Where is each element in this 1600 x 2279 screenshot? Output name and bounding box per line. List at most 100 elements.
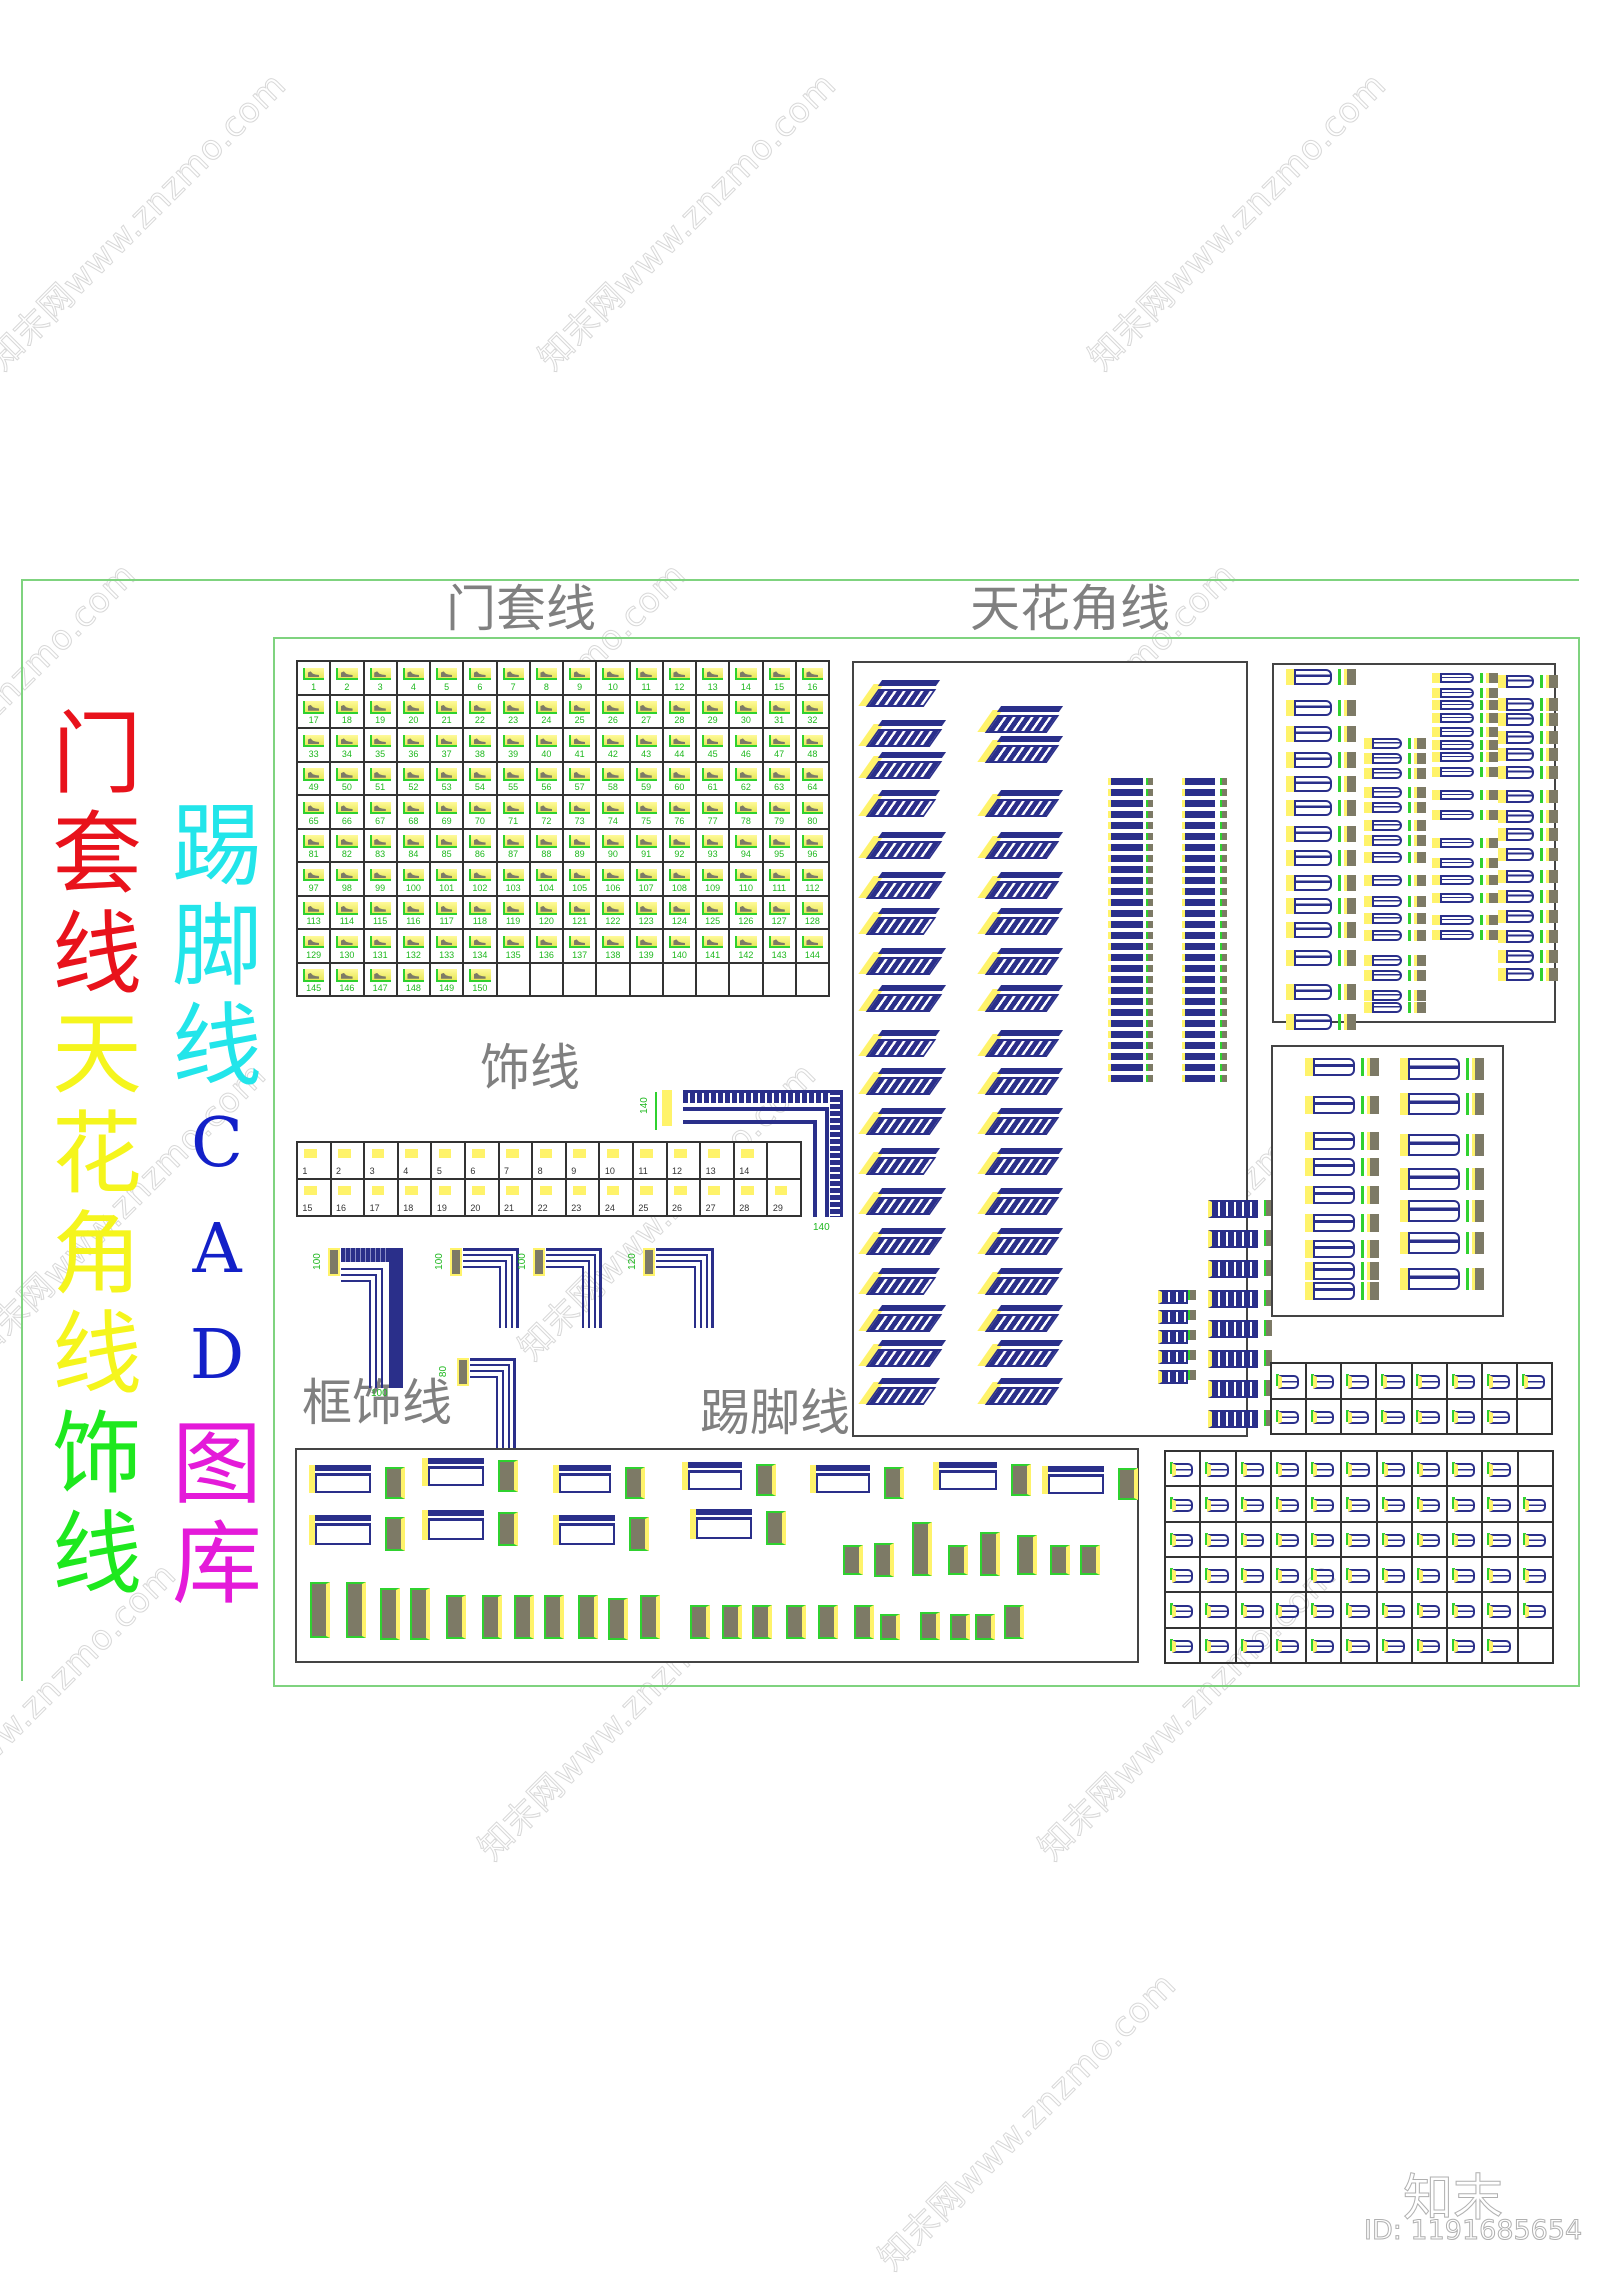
profile-thumbnail xyxy=(369,667,391,681)
molding-section xyxy=(1220,965,1227,972)
item-number: 4 xyxy=(410,681,416,692)
cornice-profile xyxy=(858,720,947,747)
door-casing-cell: 21 xyxy=(431,695,465,729)
decorative-cell: 24 xyxy=(600,1180,634,1217)
profile-body xyxy=(1372,768,1402,779)
profile-thumbnail xyxy=(569,935,591,949)
item-number: 119 xyxy=(505,916,521,927)
profile-edge xyxy=(422,1458,428,1486)
profile-body xyxy=(1506,810,1534,823)
profile-edge xyxy=(1286,726,1294,742)
molding-strip xyxy=(1108,998,1143,1005)
profile-thumbnail xyxy=(303,868,325,882)
profile-section xyxy=(1486,838,1498,848)
profile-band xyxy=(996,872,1064,878)
profile-edge xyxy=(1400,1093,1408,1115)
dimension-line xyxy=(1240,1567,1244,1580)
profile-thumbnail xyxy=(369,801,391,815)
dimension-line xyxy=(1169,1567,1173,1580)
profile-section xyxy=(1486,767,1498,777)
profile-thumbnail xyxy=(369,734,391,748)
baseboard-section xyxy=(346,1582,366,1638)
item-number: 137 xyxy=(572,949,588,960)
baseboard-section xyxy=(690,1605,710,1639)
profile-thumbnail xyxy=(438,1186,452,1195)
profile-section xyxy=(1546,848,1558,861)
profile-thumbnail xyxy=(469,734,491,748)
dimension-line xyxy=(1480,915,1483,925)
profile-body xyxy=(315,1523,371,1545)
profile-thumbnail xyxy=(569,768,591,781)
item-number: 117 xyxy=(439,916,454,927)
item-number: 42 xyxy=(607,748,618,759)
door-casing-cell: 3 xyxy=(364,662,398,696)
door-casing-cell: 40 xyxy=(530,729,564,763)
dimension-line xyxy=(1346,1603,1350,1616)
decorative-cell: 3 xyxy=(365,1143,399,1180)
profile-thumbnail xyxy=(702,701,724,714)
door-casing-cell: 89 xyxy=(564,829,598,863)
item-number: 13 xyxy=(707,681,718,692)
decorative-cell: 15 xyxy=(298,1180,332,1217)
item-number: 4 xyxy=(403,1165,409,1176)
profile-cell xyxy=(1518,1593,1554,1629)
item-number: 88 xyxy=(541,849,552,860)
profile-thumbnail xyxy=(502,868,524,882)
profile-edge xyxy=(1432,930,1440,940)
profile-thumbnail xyxy=(635,935,657,949)
dimension-line xyxy=(1338,826,1341,842)
profile-cell xyxy=(1377,1557,1413,1594)
item-number: 134 xyxy=(472,949,488,960)
door-casing-cell: 138 xyxy=(597,930,631,964)
profile-thumbnail xyxy=(606,1186,620,1195)
door-casing-cell: 150 xyxy=(464,963,498,997)
item-number: 56 xyxy=(541,782,552,793)
door-casing-cell: 47 xyxy=(763,729,797,763)
profile-cell xyxy=(1236,1557,1272,1594)
profile-thumbnail xyxy=(569,734,591,748)
profile-thumbnail xyxy=(606,1149,620,1158)
dimension-line xyxy=(1338,850,1341,866)
baseboard-profile xyxy=(690,1509,752,1539)
molding-strip xyxy=(1182,954,1215,961)
profile-thumbnail xyxy=(1418,1533,1441,1548)
profile-band xyxy=(877,1340,947,1346)
profile-body xyxy=(865,1349,943,1367)
profile-edge xyxy=(1286,984,1294,1000)
door-casing-cell: 129 xyxy=(298,930,332,964)
item-number: 58 xyxy=(607,782,618,793)
profile-section xyxy=(1546,748,1558,761)
item-number: 86 xyxy=(474,849,485,860)
profile-thumbnail xyxy=(436,835,458,848)
molding-section xyxy=(1220,1031,1227,1038)
cornice-profile xyxy=(858,832,947,859)
profile-section xyxy=(1486,810,1498,820)
molding-section xyxy=(1146,1075,1153,1082)
dimension-line xyxy=(1540,828,1543,841)
profile-cell xyxy=(1236,1522,1272,1558)
profile-body xyxy=(1372,896,1402,907)
profile-edge xyxy=(1432,740,1440,750)
molding-section xyxy=(1146,998,1153,1005)
item-number: 129 xyxy=(306,949,322,960)
profile-thumbnail xyxy=(535,835,558,848)
profile-band xyxy=(996,736,1064,742)
item-number: 37 xyxy=(441,748,452,759)
door-casing-cell: 64 xyxy=(796,762,830,796)
profile-body xyxy=(984,1237,1060,1255)
frame-line xyxy=(463,1254,513,1256)
profile-thumbnail xyxy=(502,935,524,949)
profile-cell xyxy=(1377,1593,1413,1629)
item-number: 22 xyxy=(474,715,485,726)
frame-line xyxy=(656,1260,702,1262)
section-title-baseboard: 踢脚线 xyxy=(700,1384,850,1442)
item-number: 94 xyxy=(740,849,751,860)
profile-cap xyxy=(688,1462,742,1468)
dimension-line xyxy=(1275,1567,1279,1580)
dimension-line xyxy=(1487,1461,1491,1474)
baseboard-section xyxy=(410,1588,430,1640)
profile-body xyxy=(984,917,1060,935)
cornice-profile xyxy=(977,985,1064,1012)
profile-section xyxy=(1344,776,1356,792)
dimension-line xyxy=(1338,800,1341,816)
